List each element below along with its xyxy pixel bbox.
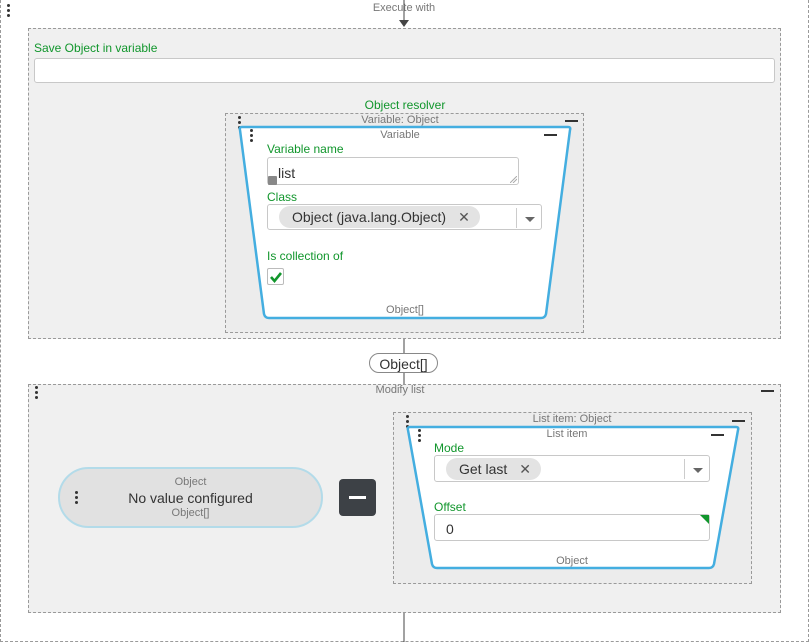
modify-list-collapse-icon[interactable]: [761, 390, 774, 392]
object-resolver-title: Object resolver: [364, 98, 446, 112]
offset-label: Offset: [434, 500, 466, 514]
variable-node-output-type: Object[]: [386, 304, 424, 316]
mode-dropdown-arrow-icon[interactable]: [693, 468, 703, 473]
modify-list-label: Modify list: [375, 384, 425, 396]
no-value-node-menu-icon[interactable]: [74, 491, 78, 504]
no-value-text: No value configured: [128, 490, 253, 506]
list-item-block-collapse-icon[interactable]: [732, 420, 745, 422]
variable-picker-icon[interactable]: [268, 176, 277, 185]
check-icon: [270, 272, 282, 283]
no-value-output-type: Object[]: [171, 507, 210, 519]
class-dropdown-arrow-icon[interactable]: [525, 217, 535, 222]
list-item-output-type: Object: [556, 555, 588, 567]
mode-chip-remove-icon[interactable]: ✕: [519, 460, 531, 477]
list-item-node-title: List item: [546, 428, 588, 440]
save-object-label: Save Object in variable: [34, 41, 158, 55]
object-resolver-collapse-icon[interactable]: [565, 120, 578, 122]
list-item-node-collapse-icon[interactable]: [711, 434, 724, 436]
execute-with-label: Execute with: [372, 2, 436, 14]
class-label: Class: [267, 190, 298, 204]
mode-chip: Get last ✕: [446, 458, 541, 480]
no-value-node[interactable]: Object No value configured Object[]: [58, 467, 323, 528]
class-chip: Object (java.lang.Object) ✕: [279, 206, 480, 228]
variable-name-value: list: [278, 165, 296, 181]
resize-handle-icon[interactable]: [510, 176, 517, 183]
collection-checkbox[interactable]: [267, 268, 284, 285]
class-chip-text: Object (java.lang.Object): [292, 209, 447, 225]
no-value-type-label: Object: [174, 476, 207, 488]
collection-label: Is collection of: [267, 249, 344, 263]
offset-input[interactable]: 0: [434, 514, 710, 541]
variable-node-collapse-icon[interactable]: [544, 134, 557, 136]
list-item-block-subtitle: List item: Object: [532, 413, 612, 425]
variable-node-menu-icon[interactable]: [249, 129, 253, 142]
minus-icon: [349, 496, 366, 499]
mode-chip-text: Get last: [459, 461, 508, 477]
mode-label: Mode: [434, 441, 465, 455]
valid-indicator-icon: [700, 515, 709, 524]
variable-node-title: Variable: [380, 129, 420, 141]
connector-type-badge: Object[]: [369, 353, 438, 373]
class-chip-remove-icon[interactable]: ✕: [458, 208, 470, 225]
variable-name-label: Variable name: [267, 142, 344, 156]
execute-with-menu-icon[interactable]: [6, 4, 10, 17]
list-item-block-menu-icon[interactable]: [405, 415, 409, 428]
offset-value: 0: [446, 521, 454, 537]
modify-list-menu-icon[interactable]: [34, 386, 38, 399]
mode-select[interactable]: Get last ✕: [434, 455, 710, 482]
remove-operation-button[interactable]: [339, 479, 376, 516]
object-resolver-subtitle: Variable: Object: [361, 114, 439, 126]
class-select[interactable]: Object (java.lang.Object) ✕: [267, 204, 542, 230]
variable-name-input[interactable]: list: [267, 157, 519, 185]
select-divider: [684, 459, 685, 479]
select-divider: [516, 208, 517, 228]
list-item-node-menu-icon[interactable]: [417, 429, 421, 442]
save-object-input[interactable]: [34, 58, 775, 83]
